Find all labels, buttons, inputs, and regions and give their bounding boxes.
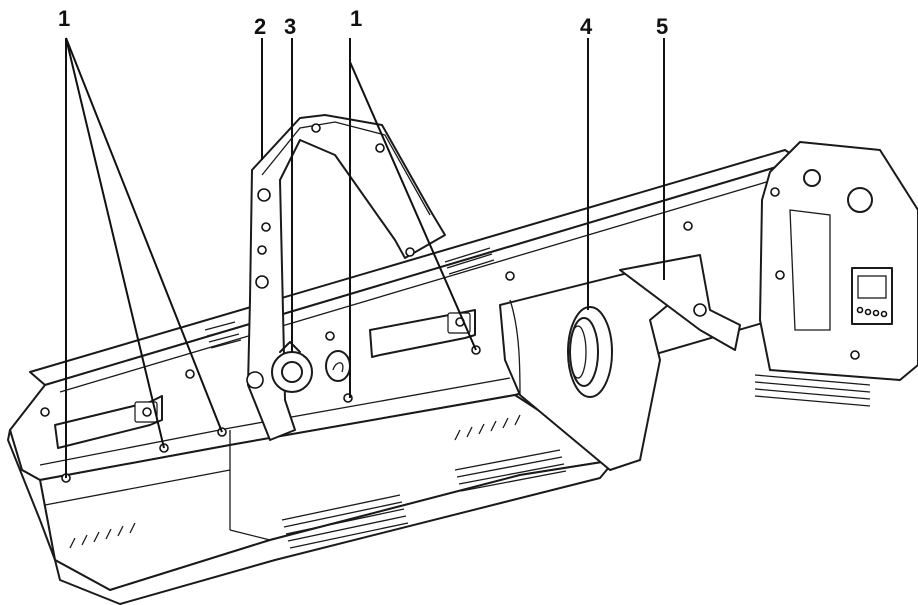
fixture-housing (7, 149, 801, 605)
lens-barrel (567, 306, 613, 398)
vent-grill-bottom-middle (454, 449, 567, 492)
housing-screws (40, 221, 693, 483)
callout-3: 3 (284, 14, 296, 39)
callout-2: 2 (254, 14, 266, 39)
callout-1-middle: 1 (350, 6, 362, 31)
callout-4: 4 (580, 14, 593, 39)
vent-slots-left (69, 522, 136, 549)
leader-lines (65, 37, 665, 478)
safety-eyelet (325, 350, 351, 382)
yoke-bracket (246, 114, 446, 441)
rear-arm (619, 254, 741, 351)
callout-1-left: 1 (58, 6, 70, 31)
rear-head (759, 141, 918, 381)
vent-slots-right (454, 414, 521, 441)
vent-grill-bottom-left (281, 494, 409, 549)
vent-grill-rear (754, 374, 871, 407)
callout-5: 5 (656, 14, 668, 39)
